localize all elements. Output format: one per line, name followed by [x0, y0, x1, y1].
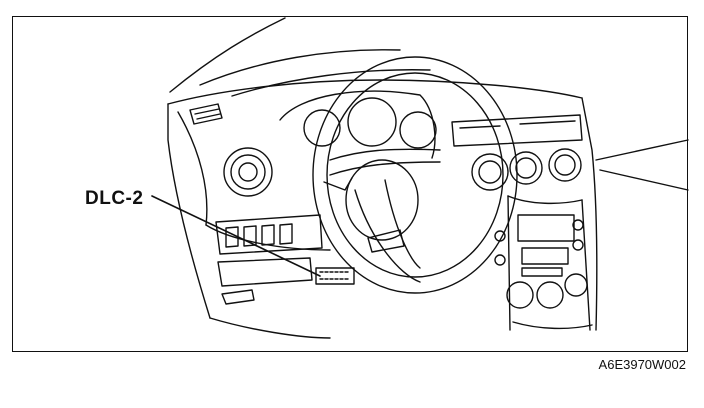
steering-wheel	[312, 56, 518, 294]
figure-frame	[12, 16, 688, 352]
dlc2-callout-label: DLC-2	[85, 188, 144, 209]
windshield-lines	[169, 17, 431, 97]
center-stack	[451, 114, 593, 331]
callout-leader	[151, 195, 321, 277]
figure-code: A6E3970W002	[598, 357, 686, 372]
dashboard-body	[167, 79, 689, 339]
lower-left-panel	[215, 214, 355, 305]
instrument-cluster	[279, 90, 437, 159]
dlc2-connector	[315, 267, 355, 285]
left-air-vent	[223, 147, 273, 197]
